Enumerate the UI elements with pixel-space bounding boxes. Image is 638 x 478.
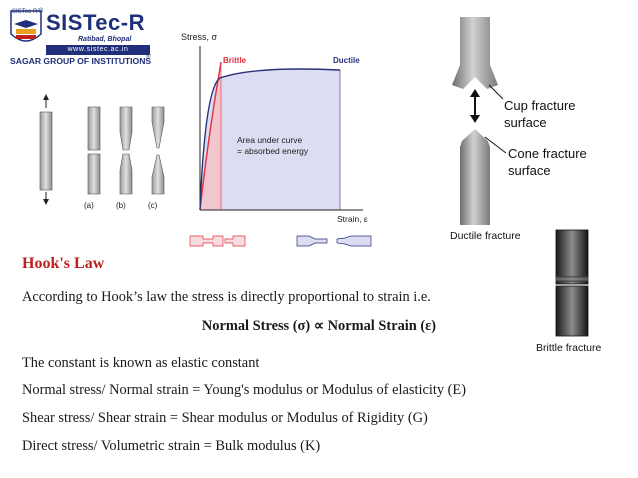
x-axis-label: Strain, ε bbox=[337, 214, 368, 224]
ductile-fracture-diagram: Cup fracture surface Cone fracture surfa… bbox=[450, 17, 587, 242]
specimen-original bbox=[39, 111, 53, 191]
cone-pointer bbox=[484, 136, 507, 154]
logo-name: SISTec-R bbox=[46, 10, 145, 35]
cup-half bbox=[452, 17, 498, 89]
hooke-formula: Normal Stress (σ) ∝ Normal Strain (ε) bbox=[201, 318, 437, 334]
section-heading: Hook's Law bbox=[22, 255, 105, 272]
ductile-curve bbox=[199, 68, 341, 211]
ductile-specimen-icon bbox=[296, 235, 372, 247]
cone-half bbox=[460, 129, 490, 225]
cone-label-1: Cone fracture bbox=[508, 146, 587, 161]
logo-badge-icon bbox=[10, 10, 42, 42]
brittle-upper-piece bbox=[555, 229, 589, 285]
intro-paragraph: According to Hook’s law the stress is di… bbox=[22, 289, 431, 305]
ductile-series-label: Ductile bbox=[333, 56, 360, 65]
ductile-area bbox=[200, 69, 340, 210]
tensile-specimens-figure: (a) (b) (c) bbox=[39, 94, 165, 210]
sistec-logo: SISTec-R ® SISTec-R Ratibad, Bhopal www.… bbox=[6, 6, 166, 66]
cup-label-2: surface bbox=[504, 115, 547, 130]
logo-badge-text: SISTec-R bbox=[12, 9, 38, 15]
youngs-modulus-text: Normal stress/ Normal strain = Young's m… bbox=[22, 382, 466, 398]
specimen-label-b: (b) bbox=[116, 201, 126, 210]
brittle-specimen-icon bbox=[189, 235, 246, 247]
specimen-label-c: (c) bbox=[148, 201, 158, 210]
logo-registered-mark: ® bbox=[38, 8, 44, 15]
area-annotation-1: Area under curve bbox=[237, 135, 302, 145]
logo-location: Ratibad, Bhopal bbox=[78, 36, 132, 43]
specimen-label-a: (a) bbox=[84, 201, 94, 210]
brittle-fracture-caption: Brittle fracture bbox=[536, 342, 602, 354]
brittle-lower-piece bbox=[555, 285, 589, 337]
specimen-c bbox=[151, 106, 165, 195]
logo-url: www.sistec.ac.in bbox=[46, 45, 150, 55]
logo-registered-mark-2: ® bbox=[146, 54, 151, 60]
stress-strain-chart: Stress, σ Brittle Ductile Area under cur… bbox=[181, 32, 372, 247]
logo-group-name: SAGAR GROUP OF INSTITUTIONS bbox=[10, 56, 152, 66]
brittle-area bbox=[200, 62, 221, 210]
load-arrow-up-icon bbox=[43, 94, 49, 108]
area-annotation-2: = absorbed energy bbox=[237, 146, 309, 156]
specimen-a bbox=[87, 106, 101, 195]
shear-modulus-text: Shear stress/ Shear strain = Shear modul… bbox=[22, 410, 428, 426]
double-arrow-icon bbox=[470, 89, 480, 123]
cup-label-1: Cup fracture bbox=[504, 98, 576, 113]
brittle-fracture-photo: Brittle fracture bbox=[536, 229, 602, 354]
y-axis-label: Stress, σ bbox=[181, 32, 218, 42]
bulk-modulus-text: Direct stress/ Volumetric strain = Bulk … bbox=[22, 438, 321, 454]
brittle-series-label: Brittle bbox=[223, 56, 247, 65]
load-arrow-down-icon bbox=[43, 192, 49, 205]
ductile-fracture-caption: Ductile fracture bbox=[450, 230, 521, 242]
cup-pointer bbox=[488, 84, 504, 100]
cone-label-2: surface bbox=[508, 163, 551, 178]
specimen-b bbox=[119, 106, 133, 195]
elastic-constant-text: The constant is known as elastic constan… bbox=[22, 355, 260, 371]
brittle-fracture-face bbox=[556, 276, 588, 282]
